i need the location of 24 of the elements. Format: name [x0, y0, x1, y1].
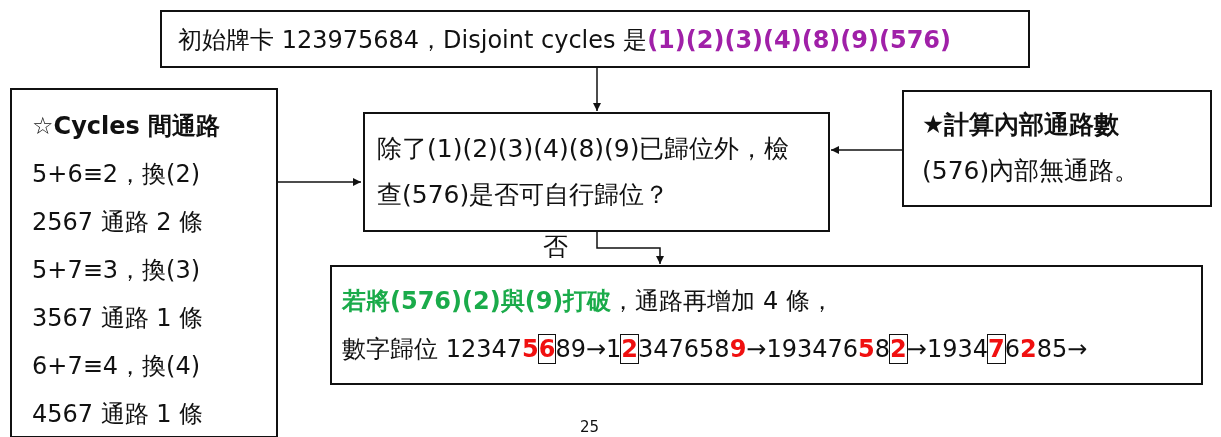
arrow [830, 146, 903, 154]
arrow [277, 178, 362, 186]
question-box [363, 112, 830, 232]
body-text: 除了(1)(2)(3)(4)(8)(9)已歸位外，檢查(576)是否可自行歸位？ [377, 133, 791, 211]
edge-label: 否 [543, 232, 568, 262]
note-box [902, 90, 1212, 207]
page-number: 25 [580, 418, 600, 436]
body-text: 4567 通路 1 條 [32, 399, 205, 430]
result-box [330, 265, 1203, 385]
heading-text: ☆Cycles 間通路 [32, 111, 222, 142]
body-text: 5+7≡3，換(3) [32, 255, 202, 286]
body-text: 2567 通路 2 條 [32, 207, 205, 238]
body-text: 6+7≡4，換(4) [32, 351, 202, 382]
heading-text: ★計算內部通路數 [922, 109, 1121, 141]
body-text: 5+6≡2，換(2) [32, 159, 202, 190]
arrow [593, 67, 601, 112]
arrow [596, 231, 664, 265]
body-text: 3567 通路 1 條 [32, 303, 205, 334]
body-text: 初始牌卡 123975684，Disjoint cycles 是(1)(2)(3)(4)(8)(9)(576) [178, 25, 952, 56]
body-text: 數字歸位 123475689→123476589→193476582→193476285→ [342, 334, 1089, 365]
info-box [160, 10, 1030, 68]
cycle-list-box [10, 88, 278, 437]
body-text: 若將(576)(2)與(9)打破，通路再增加 4 條， [342, 286, 835, 317]
body-text: (576)內部無通路。 [922, 155, 1141, 187]
